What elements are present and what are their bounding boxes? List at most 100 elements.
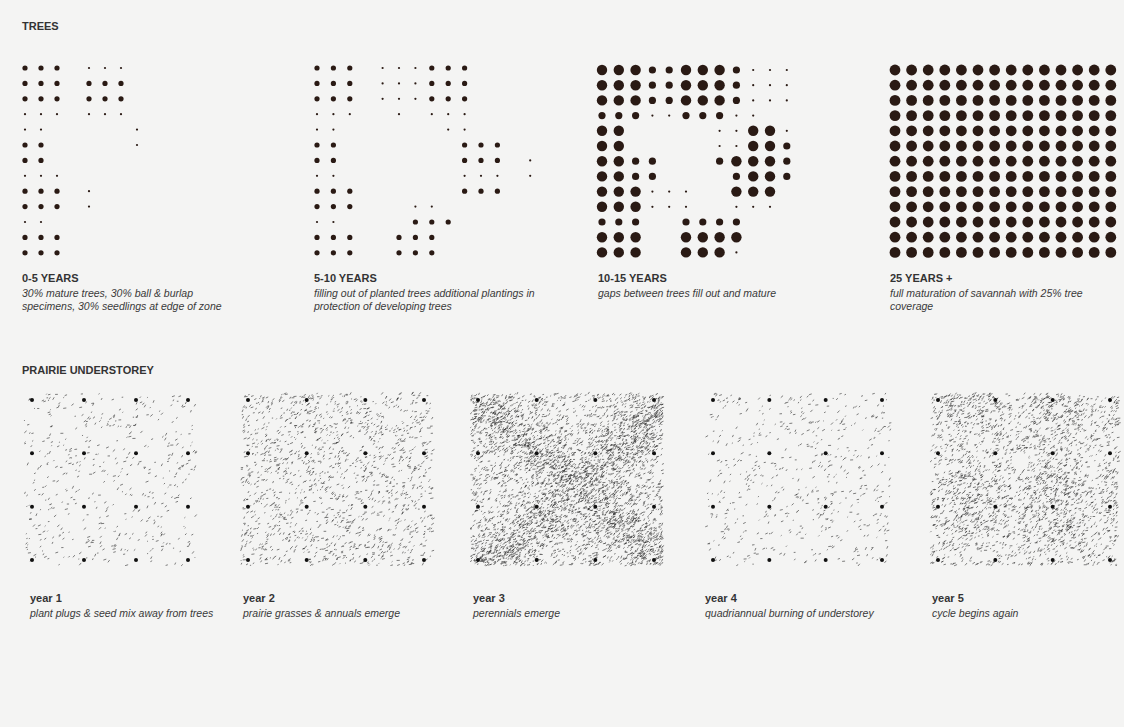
tree-dot: [54, 189, 59, 194]
tree-dot: [956, 186, 967, 197]
tree-dot: [906, 171, 917, 182]
tree-dot: [22, 96, 27, 101]
tree-dot: [786, 84, 788, 86]
tree-dot: [719, 145, 721, 147]
tree-position-dot: [1051, 505, 1055, 509]
tree-dot: [632, 112, 639, 119]
tree-position-dot: [422, 505, 426, 509]
tree-dot: [973, 125, 984, 136]
tree-dot: [447, 129, 449, 131]
tree-dot: [429, 81, 434, 86]
tree-dot: [681, 232, 691, 242]
tree-dot: [597, 247, 607, 257]
tree-position-dot: [363, 398, 367, 402]
tree-dot: [973, 65, 984, 76]
tree-dot: [1105, 125, 1116, 136]
tree-dot: [331, 142, 336, 147]
tree-dot: [120, 67, 122, 69]
tree-dot: [769, 206, 771, 208]
tree-dot: [314, 81, 319, 86]
tree-dot: [890, 171, 901, 182]
tree-dot: [1056, 217, 1067, 228]
tree-dot: [88, 206, 90, 208]
tree-position-dot: [134, 398, 138, 402]
tree-dot: [40, 129, 42, 131]
tree-dot: [906, 217, 917, 228]
tree-dot: [1105, 201, 1116, 212]
tree-dot: [682, 218, 689, 225]
tree-dot: [906, 186, 917, 197]
tree-dot: [24, 129, 26, 131]
tree-dot: [906, 110, 917, 121]
tree-dot: [614, 171, 624, 181]
tree-dot: [923, 232, 934, 243]
tree-dot: [1022, 65, 1033, 76]
tree-dot: [1089, 80, 1100, 91]
tree-dot: [22, 250, 27, 255]
tree-dot: [752, 84, 754, 86]
tree-dot: [923, 95, 934, 106]
tree-position-dot: [880, 451, 884, 455]
tree-dot: [597, 232, 607, 242]
tree-dot: [1105, 65, 1116, 76]
year-heading: year 2: [243, 592, 275, 606]
tree-dot: [118, 81, 123, 86]
tree-dot: [22, 235, 27, 240]
tree-position-dot: [82, 558, 86, 562]
tree-dot: [24, 175, 26, 177]
tree-dot: [748, 171, 758, 181]
tree-position-dot: [1108, 558, 1112, 562]
tree-dot: [429, 235, 434, 240]
tree-dot: [22, 204, 27, 209]
tree-dot: [769, 99, 771, 101]
tree-dot: [316, 175, 318, 177]
tree-dot: [597, 126, 607, 136]
tree-dot: [1039, 247, 1050, 258]
tree-dot: [347, 235, 352, 240]
tree-dot: [989, 125, 1000, 136]
tree-dot: [989, 95, 1000, 106]
tree-dot: [1006, 141, 1017, 152]
tree-dot: [923, 141, 934, 152]
tree-dot: [22, 65, 27, 70]
tree-position-dot: [936, 558, 940, 562]
tree-dot: [649, 82, 656, 89]
stage-note: 30% mature trees, 30% ball & burlap spec…: [22, 287, 222, 313]
tree-dot: [752, 99, 754, 101]
grass-texture: [24, 393, 197, 566]
tree-dot: [314, 189, 319, 194]
tree-dot: [462, 189, 467, 194]
tree-dot: [714, 80, 724, 90]
tree-dot: [316, 113, 318, 115]
tree-position-dot: [1051, 558, 1055, 562]
tree-dot: [906, 65, 917, 76]
tree-dot: [632, 173, 639, 180]
tree-dot: [685, 191, 687, 193]
tree-dot: [398, 113, 400, 115]
tree-dot: [630, 80, 640, 90]
tree-dot: [973, 171, 984, 182]
tree-dot: [464, 129, 466, 131]
tree-dot: [649, 66, 656, 73]
tree-dot: [733, 82, 740, 89]
tree-position-dot: [305, 505, 309, 509]
tree-position-dot: [1108, 451, 1112, 455]
tree-dot: [464, 113, 466, 115]
tree-position-dot: [82, 398, 86, 402]
tree-dot: [668, 206, 670, 208]
year-note: cycle begins again: [932, 607, 1112, 620]
tree-dot: [906, 201, 917, 212]
tree-dot: [1022, 201, 1033, 212]
tree-dot: [939, 186, 950, 197]
tree-dot: [1089, 186, 1100, 197]
tree-dot: [332, 175, 334, 177]
tree-dot: [429, 219, 434, 224]
tree-dot: [735, 130, 737, 132]
tree-dot: [890, 186, 901, 197]
tree-dot: [939, 201, 950, 212]
tree-position-dot: [652, 451, 656, 455]
tree-dot: [989, 110, 1000, 121]
tree-dot: [396, 250, 401, 255]
tree-dot: [1039, 201, 1050, 212]
tree-dot: [413, 250, 418, 255]
